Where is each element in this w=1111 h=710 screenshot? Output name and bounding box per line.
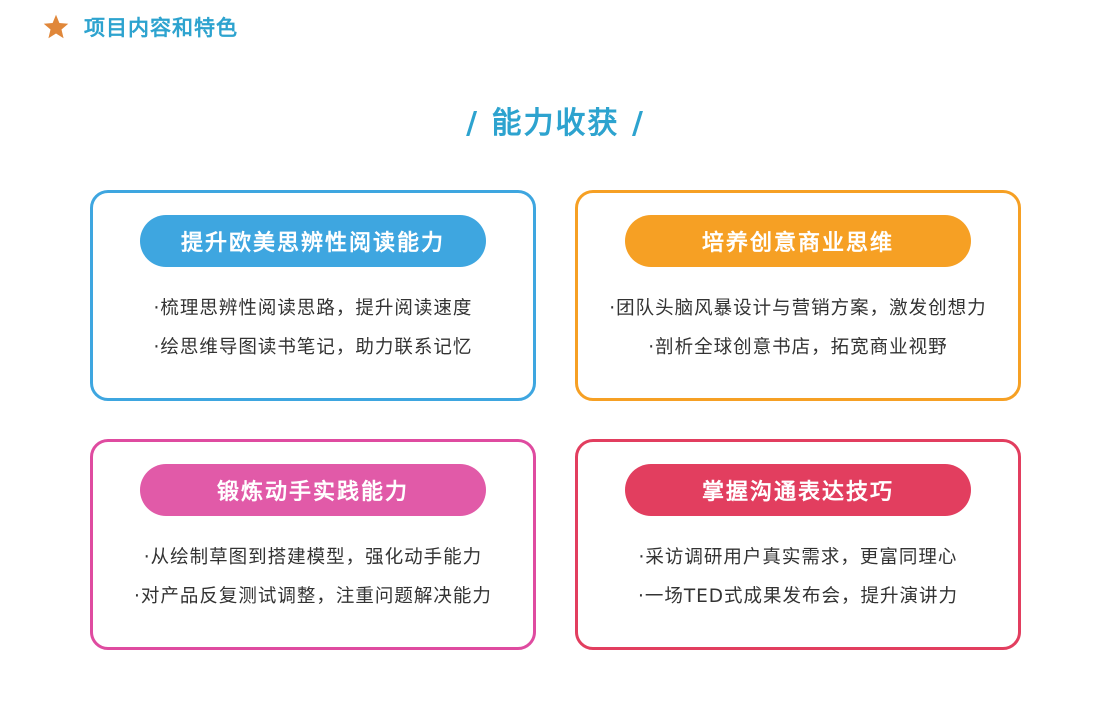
card-items: ·从绘制草图到搭建模型，强化动手能力 ·对产品反复测试调整，注重问题解决能力 xyxy=(93,538,533,616)
card-practice: 锻炼动手实践能力 ·从绘制草图到搭建模型，强化动手能力 ·对产品反复测试调整，注… xyxy=(90,439,536,650)
card-title: 提升欧美思辨性阅读能力 xyxy=(140,215,486,267)
card-item: ·一场TED式成果发布会，提升演讲力 xyxy=(637,586,959,607)
card-business: 培养创意商业思维 ·团队头脑风暴设计与营销方案，激发创想力 ·剖析全球创意书店，… xyxy=(575,190,1021,401)
card-title: 培养创意商业思维 xyxy=(625,215,971,267)
card-item: ·梳理思辨性阅读思路，提升阅读速度 xyxy=(153,298,473,319)
card-item: ·剖析全球创意书店，拓宽商业视野 xyxy=(648,337,948,358)
header: 项目内容和特色 xyxy=(42,12,238,42)
card-communication: 掌握沟通表达技巧 ·采访调研用户真实需求，更富同理心 ·一场TED式成果发布会，… xyxy=(575,439,1021,650)
card-title: 锻炼动手实践能力 xyxy=(140,464,486,516)
section-title: / 能力收获 / xyxy=(466,106,645,141)
card-items: ·采访调研用户真实需求，更富同理心 ·一场TED式成果发布会，提升演讲力 xyxy=(578,538,1018,616)
card-item: ·从绘制草图到搭建模型，强化动手能力 xyxy=(143,547,483,568)
card-item: ·绘思维导图读书笔记，助力联系记忆 xyxy=(153,337,473,358)
card-item: ·采访调研用户真实需求，更富同理心 xyxy=(638,547,958,568)
card-title: 掌握沟通表达技巧 xyxy=(625,464,971,516)
card-items: ·团队头脑风暴设计与营销方案，激发创想力 ·剖析全球创意书店，拓宽商业视野 xyxy=(578,289,1018,367)
card-items: ·梳理思辨性阅读思路，提升阅读速度 ·绘思维导图读书笔记，助力联系记忆 xyxy=(93,289,533,367)
star-icon xyxy=(43,14,69,39)
card-item: ·对产品反复测试调整，注重问题解决能力 xyxy=(134,586,492,607)
header-title: 项目内容和特色 xyxy=(84,16,238,40)
card-item: ·团队头脑风暴设计与营销方案，激发创想力 xyxy=(609,298,987,319)
card-reading: 提升欧美思辨性阅读能力 ·梳理思辨性阅读思路，提升阅读速度 ·绘思维导图读书笔记… xyxy=(90,190,536,401)
